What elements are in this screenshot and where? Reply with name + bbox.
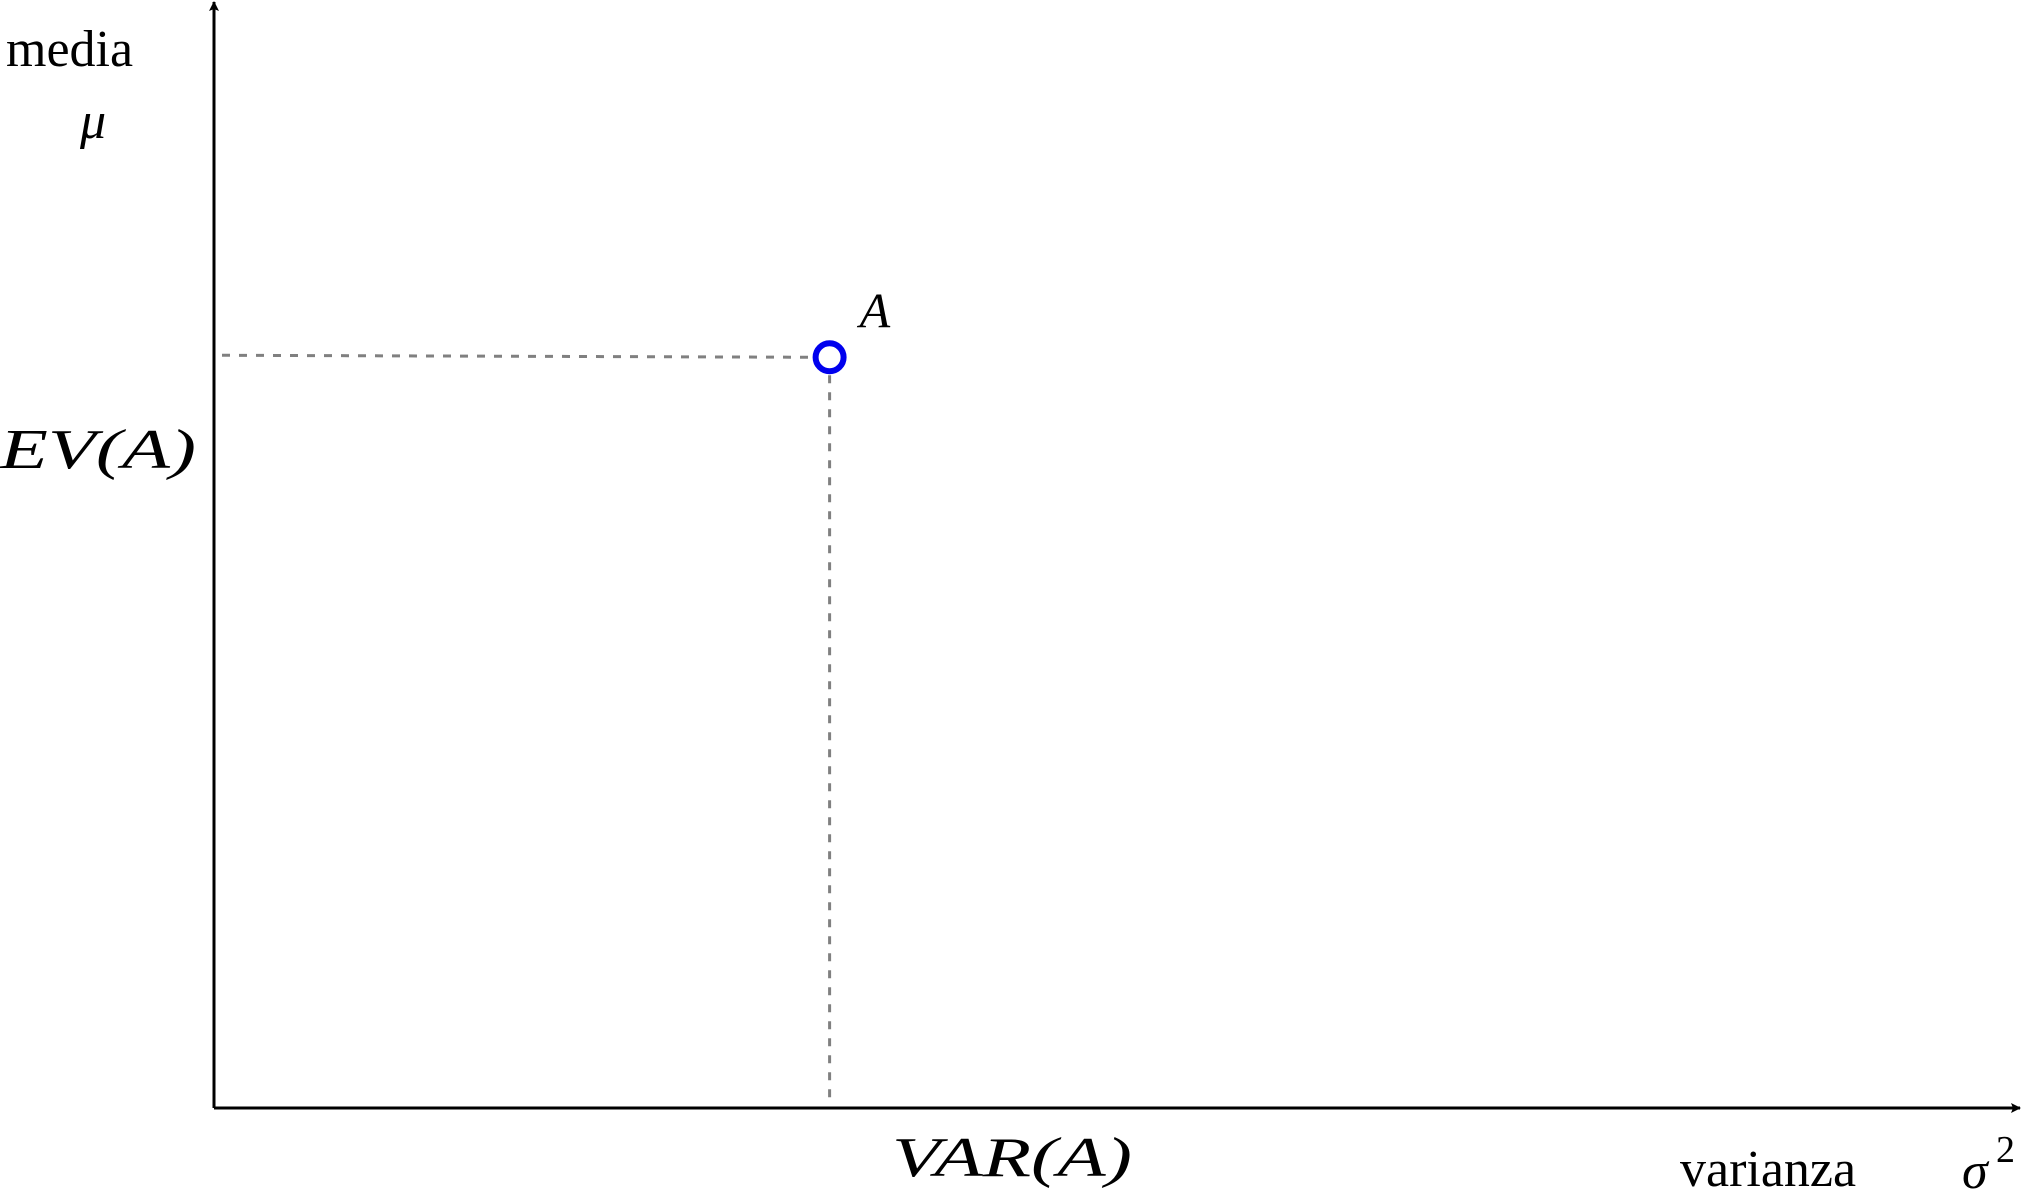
y-tick-label-ev-a: EV(A) [0, 419, 196, 481]
horizontal-guide-line [221, 353, 814, 359]
x-tick-label-var-a: VAR(A) [892, 1127, 1132, 1189]
x-axis-symbol: σ [1962, 1143, 1990, 1195]
x-axis-exponent: 2 [1996, 1129, 2015, 1171]
x-axis-label: varianza [1680, 1141, 1856, 1195]
y-axis-label: media [6, 21, 133, 78]
y-axis-symbol: μ [79, 93, 106, 150]
point-a-marker [812, 340, 847, 375]
point-a-label: A [857, 282, 891, 338]
